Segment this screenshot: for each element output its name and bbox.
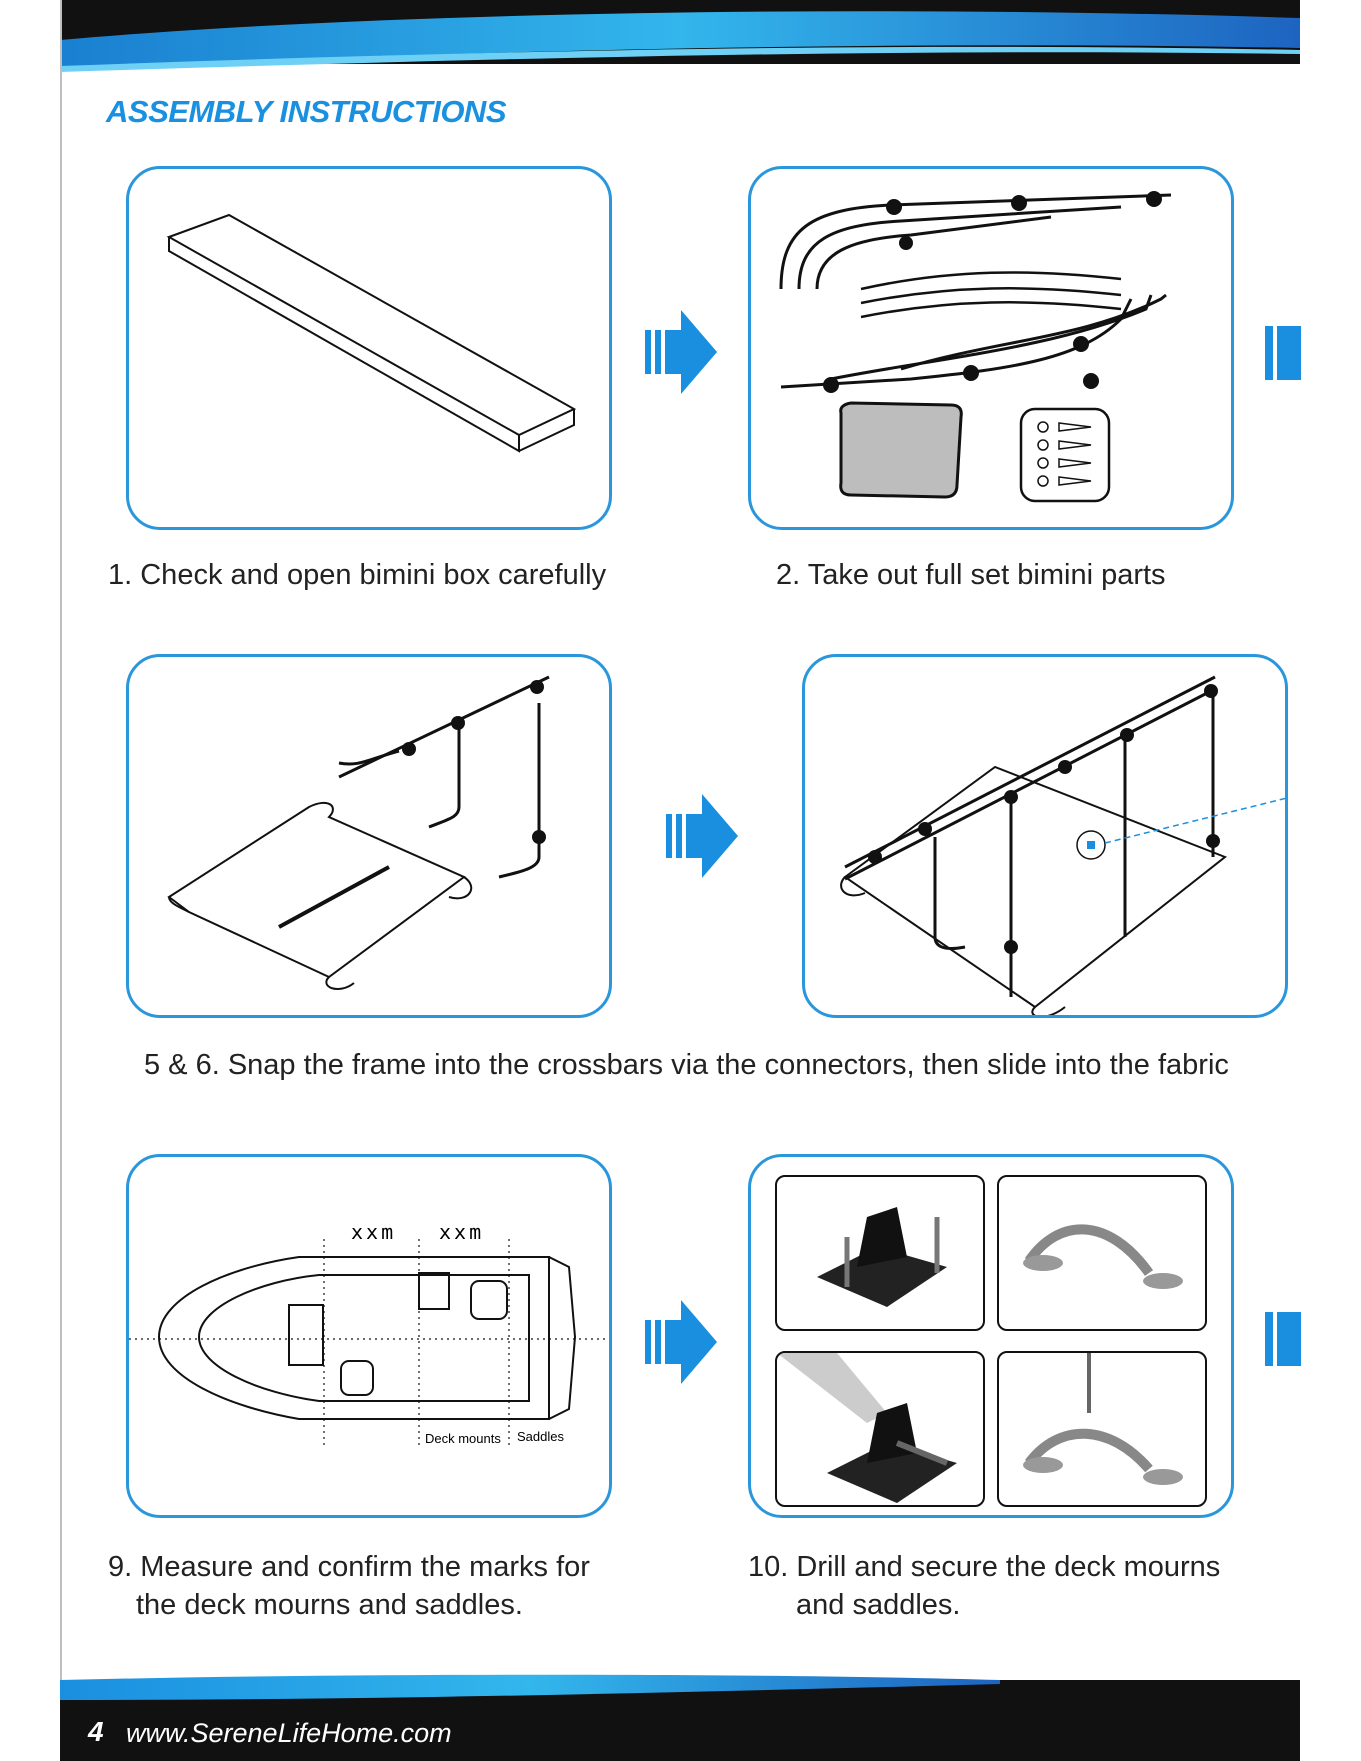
saddle-installed-photo	[997, 1351, 1207, 1507]
measure-left-label: xxm	[351, 1220, 396, 1244]
right-arrow-icon	[666, 794, 738, 878]
bimini-box-illustration	[166, 213, 577, 453]
step-2-caption: 2. Take out full set bimini parts	[776, 559, 1166, 591]
right-arrow-icon	[645, 310, 717, 394]
top-banner	[60, 0, 1300, 72]
step-10-caption-line2: and saddles.	[796, 1589, 961, 1621]
assembled-frame-illustration	[840, 675, 1285, 1015]
page-title: ASSEMBLY INSTRUCTIONS	[106, 94, 507, 129]
boat-measure-diagram: xxm xxm Deck mounts Saddles	[129, 1220, 609, 1447]
step-9-caption: 9. Measure and confirm the marks for the…	[108, 1548, 590, 1624]
right-arrow-icon	[645, 1300, 717, 1384]
bimini-parts-illustration	[779, 191, 1172, 503]
right-arrow-icon	[1265, 326, 1301, 380]
step-5-6-caption: 5 & 6. Snap the frame into the crossbars…	[144, 1049, 1229, 1081]
page-edge-line	[60, 0, 62, 1761]
step-6-panel	[802, 654, 1288, 1018]
saddle-photo	[997, 1175, 1207, 1331]
saddles-label: Saddles	[517, 1429, 564, 1444]
deck-mounts-label: Deck mounts	[425, 1431, 501, 1446]
step-2-panel	[748, 166, 1234, 530]
footer-website-link[interactable]: www.SereneLifeHome.com	[126, 1718, 452, 1748]
measure-right-label: xxm	[439, 1220, 484, 1244]
step-10-panel	[748, 1154, 1234, 1518]
bottom-banner	[60, 1674, 1300, 1761]
step-5-panel	[126, 654, 612, 1018]
frame-into-fabric-illustration	[167, 675, 550, 991]
page-number: 4	[88, 1716, 104, 1747]
step-9-caption-line2: the deck mourns and saddles.	[136, 1589, 523, 1621]
right-arrow-icon	[1265, 1312, 1301, 1366]
step-10-caption-line1: 10. Drill and secure the deck mourns	[748, 1551, 1221, 1583]
deck-mount-photo	[775, 1175, 985, 1331]
step-1-panel	[126, 166, 612, 530]
step-1-caption: 1. Check and open bimini box carefully	[108, 559, 607, 591]
step-10-caption: 10. Drill and secure the deck mourns and…	[748, 1548, 1220, 1624]
deck-mount-installed-photo	[775, 1351, 985, 1507]
step-9-panel: xxm xxm Deck mounts Saddles	[126, 1154, 612, 1518]
step-9-caption-line1: 9. Measure and confirm the marks for	[108, 1551, 590, 1583]
